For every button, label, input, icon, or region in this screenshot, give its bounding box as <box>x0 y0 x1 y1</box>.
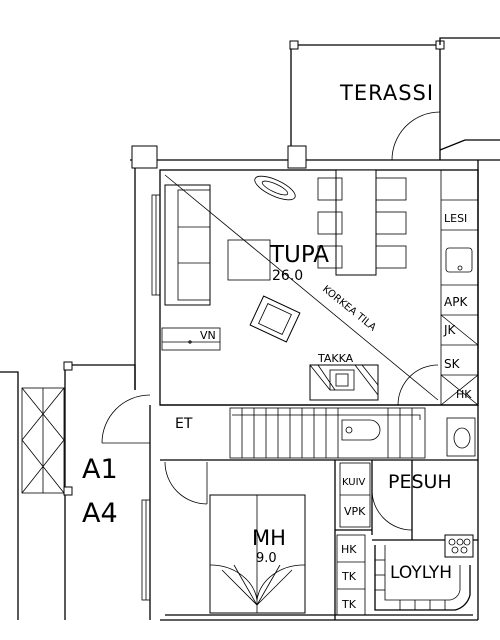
room-label-terrace: TERASSI <box>339 81 434 105</box>
closet-label-hk: HK <box>341 543 357 556</box>
vn-label: VN <box>200 329 216 342</box>
room-label-bathroom: PESUH <box>388 471 452 493</box>
kuiv-vpk-cabinets <box>339 462 371 528</box>
terrace-area <box>289 37 500 161</box>
room-label-living: TUPA <box>269 242 329 268</box>
sauna-stove <box>444 534 474 558</box>
vn-cabinet <box>161 327 221 351</box>
kitchen-counter <box>440 169 479 406</box>
closet-label-tk1: TK <box>341 570 357 583</box>
high-ceiling-line <box>164 174 439 401</box>
bedroom-closets <box>336 534 366 616</box>
kitchen-label-lesi: LESI <box>444 212 467 225</box>
armchair <box>249 295 301 343</box>
staircase <box>229 407 426 459</box>
window-left-bedroom <box>141 499 151 601</box>
apartment-wing <box>0 361 136 620</box>
dining-table <box>317 169 407 276</box>
kitchen-label-apk: APK <box>444 295 468 309</box>
room-label-loft: LOYLYH <box>390 563 452 583</box>
ceiling-lamp <box>254 175 296 201</box>
sofa <box>164 184 211 306</box>
window-left-living <box>151 194 161 296</box>
sauna-bench <box>374 545 471 611</box>
apartment-label-line2: A4 <box>82 498 118 529</box>
coffee-table <box>227 239 271 281</box>
cabinet-label-vpk: VPK <box>344 505 366 518</box>
room-label-entry: ET <box>175 416 193 432</box>
kitchen-label-jk: JK <box>443 323 457 337</box>
bedroom-door <box>164 461 208 505</box>
kitchen-label-hk: HK <box>456 388 472 401</box>
bed <box>209 494 306 614</box>
bedroom-walls <box>334 460 373 620</box>
cabinet-label-kuiv: KUIV <box>342 477 366 488</box>
kitchen-label-sk: SK <box>444 357 461 371</box>
room-area-bedroom: 9.0 <box>256 551 277 566</box>
exterior-walls <box>130 145 500 621</box>
fireplace <box>309 364 379 401</box>
closet-label-tk2: TK <box>341 598 357 611</box>
kitchen-door-swing <box>397 364 439 406</box>
room-area-living: 26.0 <box>272 268 303 284</box>
apartment-label-line1: A1 <box>82 454 118 485</box>
bathroom-sink <box>446 417 476 457</box>
high-ceiling-label: KORKEA TILA <box>320 284 378 334</box>
entry-door <box>101 394 151 444</box>
bathroom-door <box>371 489 413 531</box>
fireplace-label: TAKKA <box>317 352 354 365</box>
room-label-bedroom: MH <box>252 526 286 550</box>
